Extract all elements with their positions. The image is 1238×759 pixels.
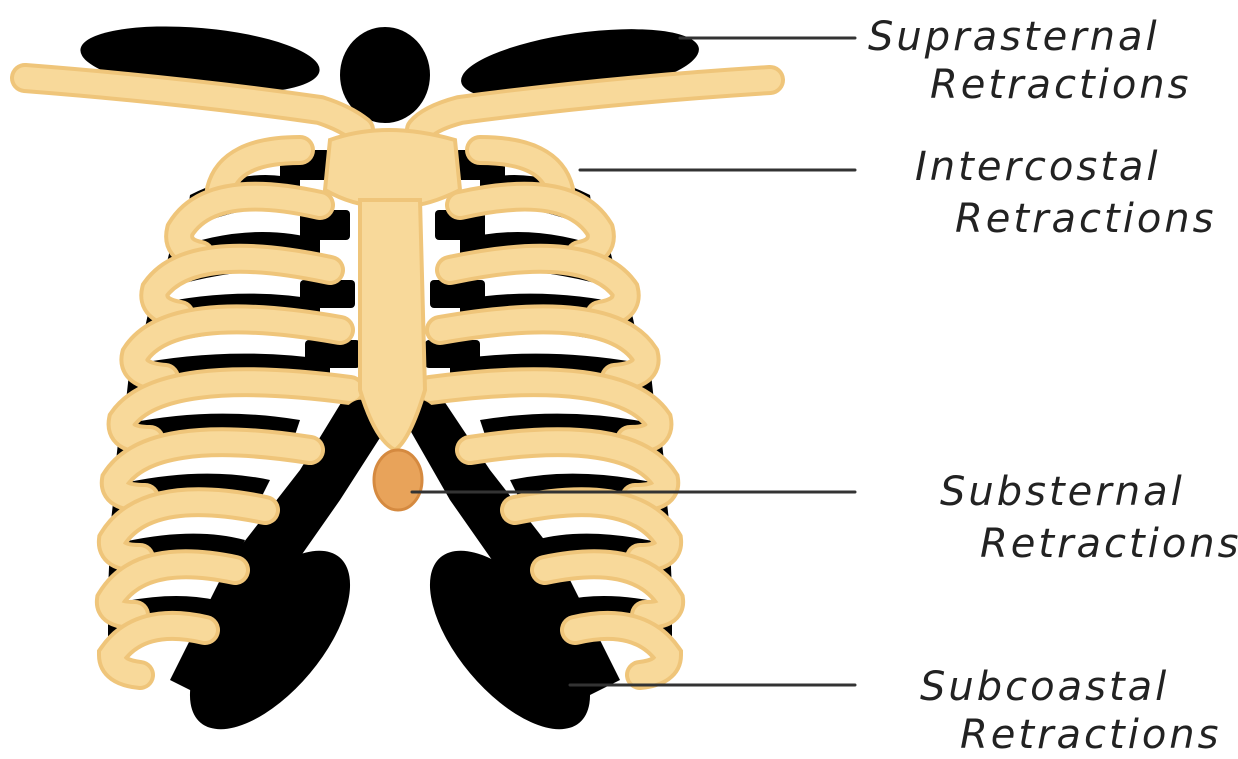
substernal-label-line2: Retractions [980,521,1238,567]
suprasternal-label-line2: Retractions [930,62,1192,108]
subcostal-label-line1: Subcoastal [920,664,1169,710]
substernal-label-line1: Substernal [940,469,1185,515]
subcostal-label-line2: Retractions [960,712,1222,758]
xiphoid-process [374,450,422,510]
intercostal-label-line1: Intercostal [915,144,1161,190]
suprasternal-label-line1: Suprasternal [868,14,1160,60]
intercostal-label-line2: Retractions [955,196,1217,242]
